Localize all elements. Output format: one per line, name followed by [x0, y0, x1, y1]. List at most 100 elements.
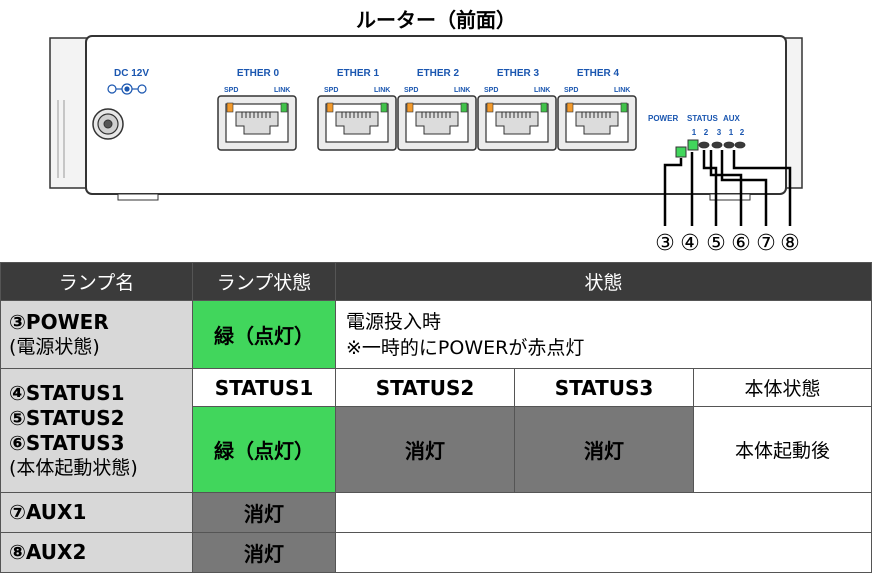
- port-label: ETHER 0: [237, 68, 280, 79]
- ethernet-port-0: ETHER 0 SPD LINK: [217, 68, 297, 151]
- power-status-cell: 電源投入時 ※一時的にPOWERが赤点灯: [335, 300, 872, 369]
- power-sub: (電源状態): [9, 335, 100, 358]
- aux1-status-cell: [335, 492, 872, 533]
- port-link-label: LINK: [614, 87, 630, 94]
- status-name-cell: ④STATUS1 ⑤STATUS2 ⑥STATUS3 (本体起動状態): [0, 368, 193, 493]
- power-status-line1: 電源投入時: [346, 310, 442, 333]
- link-led: [280, 102, 288, 113]
- spd-led: [226, 102, 234, 113]
- power-name-cell: ③POWER (電源状態): [0, 300, 193, 369]
- callout-lines: [663, 150, 792, 226]
- callout-number: ⑥: [731, 231, 751, 256]
- header-status: 状態: [335, 262, 872, 301]
- led-number: 3: [717, 128, 722, 137]
- link-led: [380, 102, 388, 113]
- spd-led: [406, 102, 414, 113]
- table-header-row: ランプ名 ランプ状態 状態: [0, 262, 872, 301]
- port-spd-label: SPD: [224, 87, 238, 94]
- ethernet-ports: ETHER 0 SPD LINK ETHER 1 SPD LINK ETHER 2 SPD LI…: [217, 68, 637, 151]
- power-led: [675, 146, 687, 158]
- led-label-aux: AUX: [723, 114, 741, 123]
- status2-name: ⑤STATUS2: [9, 405, 125, 430]
- callout-line-8: [732, 150, 792, 226]
- aux2-led: [734, 141, 746, 149]
- power-lamp-state: 緑（点灯）: [192, 300, 336, 369]
- status2-value: 消灯: [335, 406, 515, 493]
- lamp-status-table: ランプ名 ランプ状態 状態 ③POWER (電源状態) 緑（点灯） 電源投入時 …: [0, 262, 872, 573]
- spd-led: [326, 102, 334, 113]
- led-number: 1: [729, 128, 734, 137]
- subheader-status1: STATUS1: [192, 368, 336, 407]
- callout-number: ③: [655, 231, 675, 256]
- status2-led: [698, 141, 710, 149]
- port-label: ETHER 3: [497, 68, 540, 79]
- power-status-line2: ※一時的にPOWERが赤点灯: [346, 336, 585, 359]
- dc-input-label: DC 12V: [114, 68, 149, 79]
- table-row-status-subheader: ④STATUS1 ⑤STATUS2 ⑥STATUS3 (本体起動状態) STAT…: [0, 368, 872, 493]
- aux1-name: ⑦AUX1: [0, 492, 193, 533]
- subheader-device-state: 本体状態: [693, 368, 872, 407]
- callout-number: ⑤: [706, 231, 726, 256]
- aux1-led: [723, 141, 735, 149]
- port-label: ETHER 4: [577, 68, 620, 79]
- callout-number: ⑦: [756, 231, 776, 256]
- aux2-name: ⑧AUX2: [0, 532, 193, 573]
- aux2-status-cell: [335, 532, 872, 573]
- led-number: 2: [740, 128, 745, 137]
- aux1-lamp-state: 消灯: [192, 492, 336, 533]
- status3-led: [711, 141, 723, 149]
- spd-led: [566, 102, 574, 113]
- status1-value: 緑（点灯）: [192, 406, 336, 493]
- subheader-status3: STATUS3: [514, 368, 694, 407]
- callout-number: ⑧: [780, 231, 800, 256]
- ethernet-port-3: ETHER 3 SPD LINK: [477, 68, 557, 151]
- port-spd-label: SPD: [564, 87, 578, 94]
- ethernet-port-4: ETHER 4 SPD LINK: [557, 68, 637, 151]
- header-lamp-state: ランプ状態: [192, 262, 336, 301]
- callout-number: ④: [680, 231, 700, 256]
- led-indicators: [675, 139, 746, 158]
- port-spd-label: SPD: [484, 87, 498, 94]
- status1-led: [687, 139, 699, 151]
- ethernet-port-1: ETHER 1 SPD LINK: [317, 68, 397, 151]
- link-led: [620, 102, 628, 113]
- callout-line-7: [720, 150, 768, 226]
- port-spd-label: SPD: [324, 87, 338, 94]
- ethernet-port-2: ETHER 2 SPD LINK: [397, 68, 477, 151]
- table-row-power: ③POWER (電源状態) 緑（点灯） 電源投入時 ※一時的にPOWERが赤点灯: [0, 300, 872, 369]
- port-spd-label: SPD: [404, 87, 418, 94]
- port-link-label: LINK: [454, 87, 470, 94]
- port-label: ETHER 1: [337, 68, 380, 79]
- power-name: ③POWER: [9, 309, 109, 334]
- spd-led: [486, 102, 494, 113]
- aux2-lamp-state: 消灯: [192, 532, 336, 573]
- led-label-status: STATUS: [687, 114, 718, 123]
- diagram-title: ルーター（前面）: [356, 8, 516, 32]
- dc-power-jack: [92, 108, 124, 140]
- dc-polarity-icon: [107, 83, 147, 95]
- chassis-left-side: [49, 37, 91, 189]
- port-link-label: LINK: [534, 87, 550, 94]
- subheader-status2: STATUS2: [335, 368, 515, 407]
- led-label-power: POWER: [648, 114, 678, 123]
- header-lamp-name: ランプ名: [0, 262, 193, 301]
- led-number: 2: [704, 128, 709, 137]
- device-state-value: 本体起動後: [693, 406, 872, 493]
- link-led: [460, 102, 468, 113]
- port-label: ETHER 2: [417, 68, 460, 79]
- status1-name: ④STATUS1: [9, 380, 125, 405]
- port-link-label: LINK: [274, 87, 290, 94]
- callout-line-3: [663, 158, 683, 226]
- status3-value: 消灯: [514, 406, 694, 493]
- status3-name: ⑥STATUS3: [9, 430, 125, 455]
- led-number: 1: [692, 128, 697, 137]
- callout-line-6: [709, 150, 743, 226]
- port-link-label: LINK: [374, 87, 390, 94]
- table-row-aux2: ⑧AUX2 消灯: [0, 532, 872, 573]
- link-led: [540, 102, 548, 113]
- status-sub: (本体起動状態): [9, 456, 138, 479]
- table-row-aux1: ⑦AUX1 消灯: [0, 492, 872, 533]
